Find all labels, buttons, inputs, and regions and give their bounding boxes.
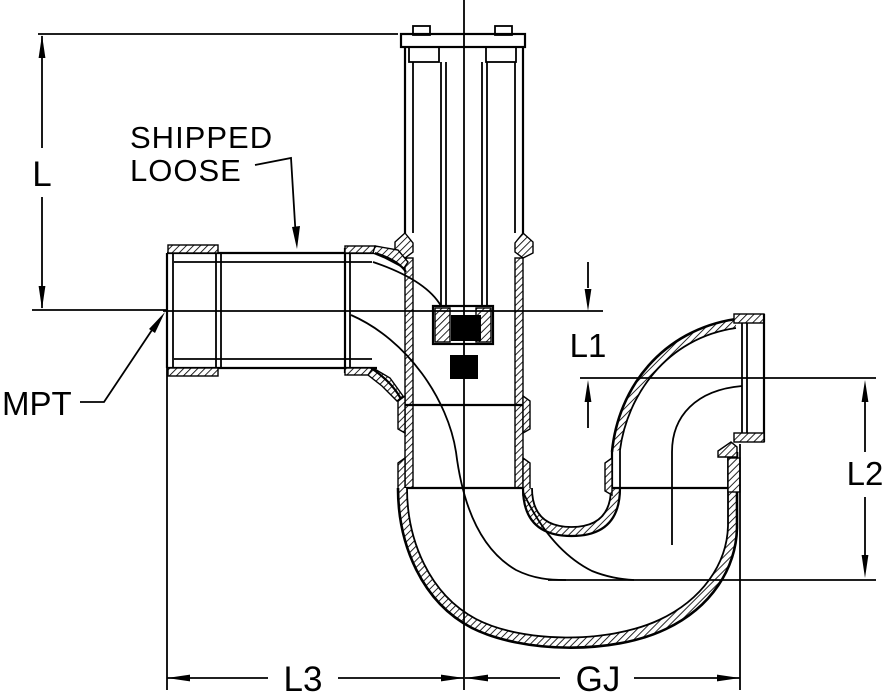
seal-washer (451, 315, 481, 341)
horizontal-inlet-pipe (165, 244, 442, 402)
dim-L2: L2 (847, 380, 882, 578)
hub-threads-top (344, 245, 376, 254)
mpt-threads-bottom (167, 367, 219, 377)
dim-label-l2: L2 (847, 455, 882, 492)
slip-nut-right (485, 46, 517, 63)
outlet-elbow-outer-wall (612, 319, 736, 452)
cap-tab-left (412, 25, 431, 36)
elbow-inner-curve (372, 261, 442, 307)
inlet-leg-wall-left (404, 257, 414, 489)
outlet-flow-line (671, 385, 743, 545)
flange-bottom-cap (733, 432, 765, 443)
u-bend (350, 314, 739, 649)
hub-flare-right (514, 231, 534, 259)
note-line2: LOOSE (130, 153, 242, 188)
outlet-elbow (604, 313, 766, 545)
flange-hub-flare (717, 441, 738, 458)
flow-line-mid (522, 491, 635, 581)
trap-body (165, 25, 766, 649)
dim-label-l3: L3 (284, 660, 323, 699)
inner-bend-wall (523, 488, 620, 536)
slip-nut-left (408, 46, 440, 63)
dim-label-l1: L1 (570, 327, 607, 364)
note-shipped-loose: SHIPPED LOOSE (130, 120, 300, 249)
dim-label-l: L (32, 155, 51, 194)
label-mpt: MPT (2, 385, 72, 422)
flow-line-inner (350, 314, 567, 581)
note-leader-line (254, 156, 297, 241)
dim-L: L (32, 33, 398, 311)
dim-L3: L3 (167, 660, 464, 699)
compression-nut (431, 304, 495, 346)
dim-GJ: GJ (465, 660, 740, 699)
dim-L1: L1 (570, 262, 607, 428)
callout-mpt: MPT (2, 312, 165, 422)
elbow-flare-bottom (367, 367, 404, 402)
dim-label-gj: GJ (576, 660, 621, 699)
inlet-leg-wall-right (514, 257, 524, 489)
flange-top-cap (733, 313, 765, 324)
cap-tab-right (494, 25, 513, 36)
tailpiece-top-cap (399, 32, 527, 49)
tailpiece-assembly (394, 25, 534, 489)
note-line1: SHIPPED (130, 120, 273, 155)
mpt-leader-line (80, 329, 153, 403)
mpt-threads-top (167, 244, 219, 254)
